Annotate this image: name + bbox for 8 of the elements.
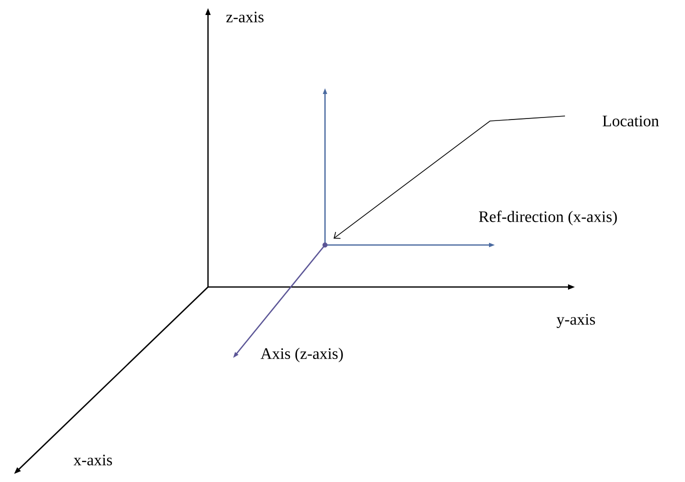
axis-label: Axis (z-axis) — [260, 348, 343, 362]
location-label: Location — [602, 116, 659, 126]
axis-label: x-axis — [74, 454, 112, 466]
axis-label: Ref-direction (x-axis) — [478, 210, 617, 226]
axis-label: z-axis — [226, 12, 264, 22]
axis-label: y-axis — [556, 314, 595, 328]
leader-line — [334, 116, 566, 239]
location-point — [322, 242, 328, 248]
